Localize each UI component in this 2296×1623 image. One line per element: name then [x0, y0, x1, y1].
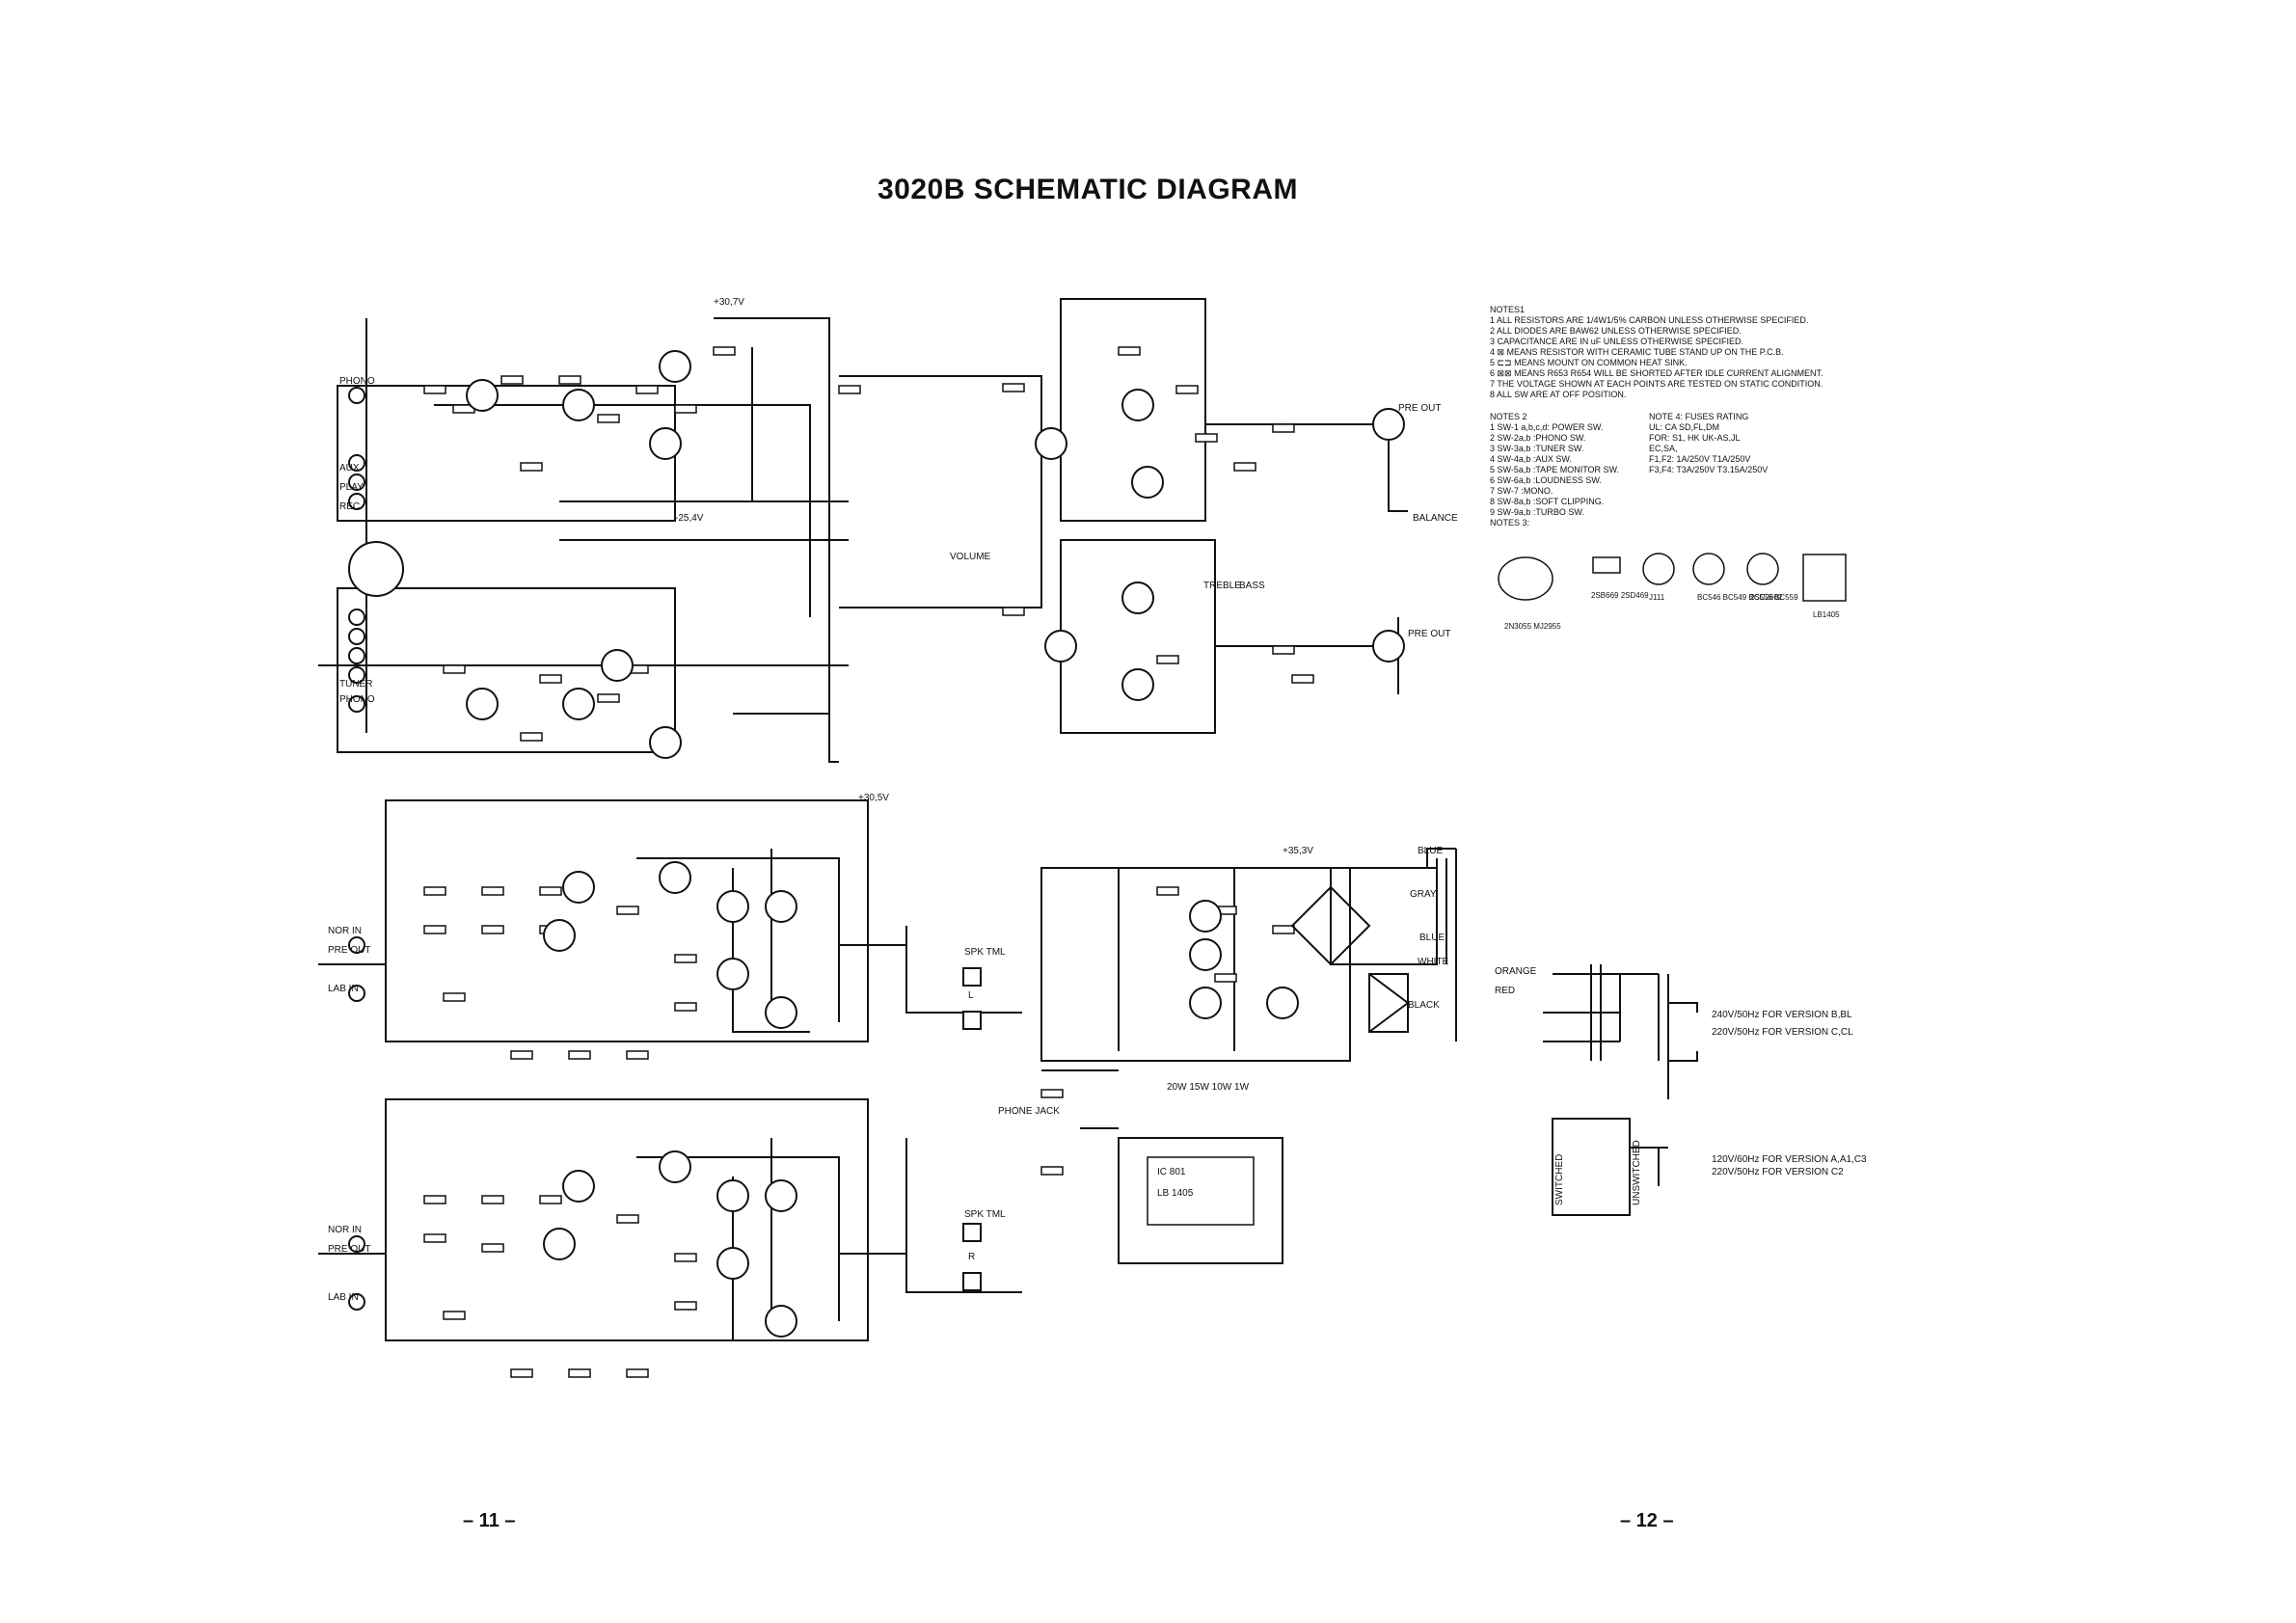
notes-item: 7 THE VOLTAGE SHOWN AT EACH POINTS ARE T…	[1490, 379, 1823, 389]
notes-heading: NOTES1	[1490, 305, 1526, 314]
notes-item: 3 CAPACITANCE ARE IN uF UNLESS OTHERWISE…	[1490, 337, 1744, 346]
label-orange: ORANGE	[1495, 966, 1537, 977]
label-mains-1: 240V/50Hz FOR VERSION B,BL	[1712, 1010, 1852, 1020]
pinout-label-4: 2SC2602	[1750, 593, 1783, 602]
notes4-item: EC,SA,	[1649, 444, 1678, 453]
label-pre-out-bottom: PRE OUT	[1408, 629, 1450, 639]
label-treble: TREBLE	[1203, 581, 1241, 591]
label-black: BLACK	[1408, 1000, 1440, 1011]
notes2-item: 9 SW-9a,b :TURBO SW.	[1490, 507, 1584, 517]
label-spk-l: L	[968, 990, 974, 1001]
schematic-wiring	[318, 298, 1698, 1341]
label-mains-3: 120V/60Hz FOR VERSION A,A1,C3	[1712, 1154, 1867, 1165]
label-ic801: IC 801	[1157, 1167, 1186, 1177]
notes-item: 5 ⊏⊐ MEANS MOUNT ON COMMON HEAT SINK.	[1490, 358, 1688, 367]
label-blue-2: BLUE	[1419, 933, 1445, 943]
pinout-label-5: LB1405	[1813, 610, 1840, 619]
notes4-heading: NOTE 4: FUSES RATING	[1649, 412, 1749, 421]
label-play: PLAY	[339, 482, 364, 493]
notes2-item: 8 SW-8a,b :SOFT CLIPPING.	[1490, 497, 1605, 506]
label-pre-out-top: PRE OUT	[1398, 403, 1441, 414]
notes2-item: 6 SW-6a,b :LOUDNESS SW.	[1490, 475, 1602, 485]
label-switched: SWITCHED	[1554, 1154, 1565, 1205]
label-phono-bottom: PHONO	[339, 694, 375, 705]
notes-block: NOTES1 1 ALL RESISTORS ARE 1/4W1/5% CARB…	[1490, 305, 1914, 400]
pinout-label-1: 2SB669 2SD469	[1591, 591, 1649, 600]
notes2-heading: NOTES 2	[1490, 412, 1527, 421]
label-spk-tml-l: SPK TML	[964, 947, 1006, 958]
label-phono-top: PHONO	[339, 376, 375, 387]
page-number-right: – 12 –	[1620, 1510, 1674, 1531]
label-v-neg: -25,4V	[675, 513, 704, 524]
label-mains-4: 220V/50Hz FOR VERSION C2	[1712, 1167, 1844, 1177]
label-unswitched: UNSWITCHED	[1632, 1140, 1642, 1205]
pinout-drawings	[1498, 553, 1847, 602]
notes4-item: FOR: S1, HK UK-AS,JL	[1649, 433, 1741, 443]
label-pre-out-r: PRE OUT	[328, 1244, 370, 1255]
label-tuner: TUNER	[339, 679, 372, 690]
label-balance: BALANCE	[1413, 513, 1458, 524]
label-blue: BLUE	[1418, 846, 1443, 856]
notes2-item: NOTES 3:	[1490, 518, 1530, 527]
notes2-item: 1 SW-1 a,b,c,d: POWER SW.	[1490, 422, 1604, 432]
notes4-item: F1,F2: 1A/250V T1A/250V	[1649, 454, 1751, 464]
transistors	[466, 350, 1405, 1338]
notes2-item: 7 SW-7 :MONO.	[1490, 486, 1553, 496]
label-nor-in-r: NOR IN	[328, 1225, 362, 1235]
label-bass: BASS	[1239, 581, 1265, 591]
page-title: 3020B SCHEMATIC DIAGRAM	[878, 174, 1298, 205]
notes2-item: 2 SW-2a,b :PHONO SW.	[1490, 433, 1586, 443]
label-aux: AUX	[339, 463, 360, 473]
label-lab-in-r: LAB IN	[328, 1292, 359, 1303]
label-phone-jack: PHONE JACK	[998, 1106, 1060, 1117]
label-spk-tml-r: SPK TML	[964, 1209, 1006, 1220]
notes4-item: F3,F4: T3A/250V T3.15A/250V	[1649, 465, 1769, 474]
notes-item: 1 ALL RESISTORS ARE 1/4W1/5% CARBON UNLE…	[1490, 315, 1809, 325]
label-pre-out-l: PRE OUT	[328, 945, 370, 956]
label-volume: VOLUME	[950, 552, 991, 562]
label-rec: REC	[339, 501, 360, 512]
pinout-label-0: 2N3055 MJ2955	[1504, 622, 1561, 631]
notes2-block: NOTES 2 1 SW-1 a,b,c,d: POWER SW. 2 SW-2…	[1490, 412, 1721, 528]
pinout-label-3: BC546 BC549 BC556 BC559	[1697, 593, 1798, 602]
notes4-block: NOTE 4: FUSES RATING UL: CA SD,FL,DM FOR…	[1649, 412, 1842, 475]
notes2-item: 3 SW-3a,b :TUNER SW.	[1490, 444, 1584, 453]
label-mains-2: 220V/50Hz FOR VERSION C,CL	[1712, 1027, 1853, 1038]
label-v-305: +30,5V	[858, 793, 889, 803]
label-gray: GRAY	[1410, 889, 1437, 900]
label-white: WHITE	[1418, 957, 1449, 967]
notes-item: 4 ⊠ MEANS RESISTOR WITH CERAMIC TUBE STA…	[1490, 347, 1784, 357]
label-red: RED	[1495, 986, 1515, 996]
power-transformer	[1290, 858, 1447, 1033]
label-v-pos: +30,7V	[714, 297, 744, 308]
page-number-left: – 11 –	[463, 1510, 516, 1531]
pinout-labels: 2N3055 MJ2955 2SB669 2SD469 J111 BC546 B…	[1504, 591, 1840, 631]
label-v-353: +35,3V	[1283, 846, 1313, 856]
schematic-labels: PHONO AUX PLAY REC TUNER PHONO NOR IN PR…	[328, 297, 1867, 1303]
pinout-label-2: J111	[1649, 593, 1665, 602]
notes4-item: UL: CA SD,FL,DM	[1649, 422, 1720, 432]
label-lab-in-l: LAB IN	[328, 984, 359, 994]
connectors	[348, 387, 982, 1311]
notes-item: 6 ⊠⊠ MEANS R653 R654 WILL BE SHORTED AFT…	[1490, 368, 1823, 378]
label-spk-r: R	[968, 1252, 975, 1262]
label-nor-in-l: NOR IN	[328, 926, 362, 936]
ic801-body	[1147, 1156, 1255, 1226]
notes-item: 8 ALL SW ARE AT OFF POSITION.	[1490, 390, 1627, 399]
label-lb1405: LB 1405	[1157, 1188, 1194, 1199]
label-led-watts: 20W 15W 10W 1W	[1167, 1082, 1250, 1093]
notes2-item: 5 SW-5a,b :TAPE MONITOR SW.	[1490, 465, 1620, 474]
notes-item: 2 ALL DIODES ARE BAW62 UNLESS OTHERWISE …	[1490, 326, 1742, 336]
notes2-item: 4 SW-4a,b :AUX SW.	[1490, 454, 1572, 464]
